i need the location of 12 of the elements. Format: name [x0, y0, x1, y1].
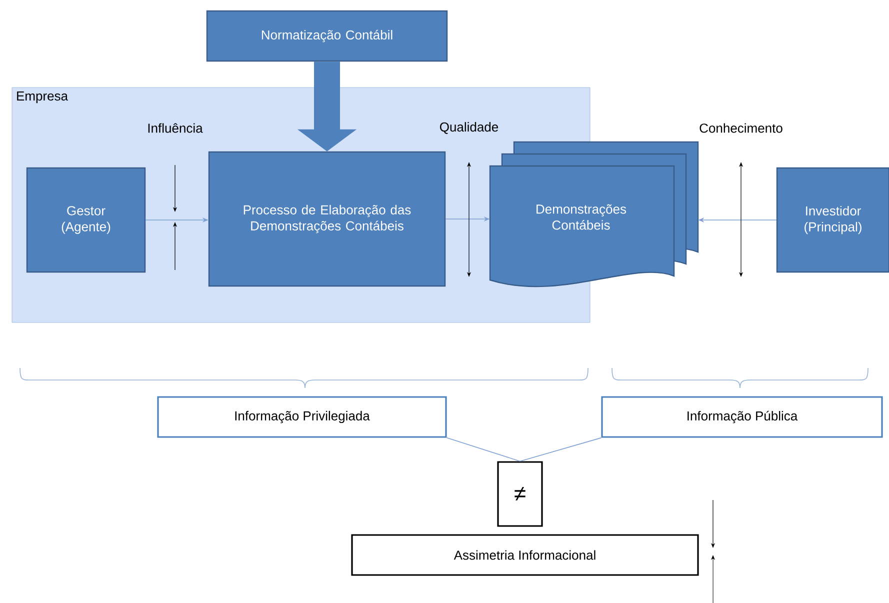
- info-box: Informação Privilegiada: [157, 396, 447, 438]
- document-stack: Demonstrações Contábeis: [489, 141, 699, 288]
- process-box: Investidor (Principal): [776, 167, 889, 273]
- label: Qualidade: [440, 122, 498, 134]
- label: Influência: [148, 123, 203, 133]
- label: Conhecimento: [700, 123, 782, 133]
- process-box: Gestor (Agente): [26, 167, 146, 273]
- process-box: Processo de Elaboração das Demonstrações Contábeis: [208, 151, 446, 287]
- process-box: Normatização Contábil: [206, 10, 448, 62]
- info-box: Informação Pública: [601, 396, 883, 438]
- text-box: ≠: [497, 461, 543, 527]
- text-box: Assimetria Informacional: [351, 534, 699, 576]
